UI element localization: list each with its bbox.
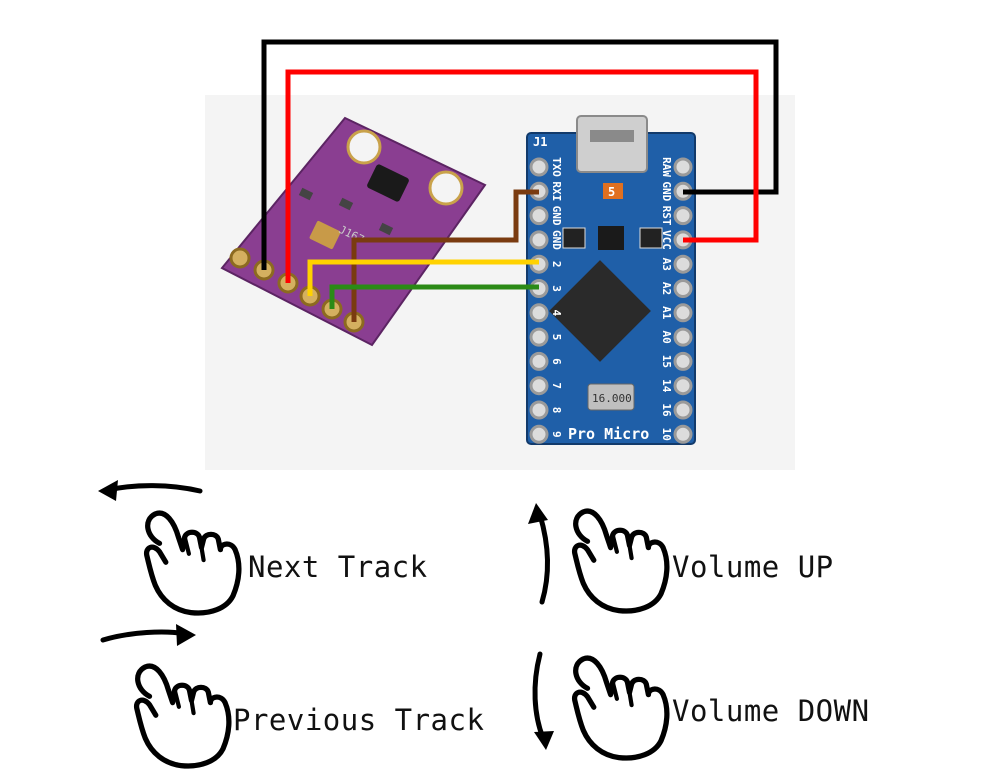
led-mark: 5 (608, 185, 615, 199)
right-pin-label: A0 (660, 330, 673, 343)
right-pin-label: 16 (660, 403, 673, 417)
wire-yellow-sda (307, 259, 539, 296)
left-pin-6 (529, 303, 549, 323)
left-pin-label: 4 (550, 309, 563, 316)
arrow-right-icon (100, 629, 189, 643)
crystal (587, 383, 635, 411)
left-pin-label: 2 (550, 261, 563, 268)
crystal-label: 16.000 (592, 392, 632, 405)
right-pin-9 (673, 376, 693, 396)
hand-pointer-icon (575, 658, 667, 758)
left-pin-3 (529, 230, 549, 250)
left-pin-label: RXI (550, 181, 563, 201)
label-next-track: Next Track (248, 550, 428, 584)
left-pin-label: 5 (550, 334, 563, 341)
right-pin-8 (673, 351, 693, 371)
gesture-volume-down (532, 651, 667, 758)
left-pin-label: TXO (550, 157, 563, 177)
top-mark: J1 (533, 135, 547, 149)
label-volume-down: Volume DOWN (672, 694, 870, 728)
right-pin-7 (673, 327, 693, 347)
right-pin-label: A1 (660, 306, 673, 320)
gesture-volume-up (528, 503, 667, 611)
left-pin-label: 3 (550, 285, 563, 292)
left-pin-10 (529, 400, 549, 420)
led-indicator (603, 183, 623, 199)
right-pin-label: 14 (660, 379, 673, 393)
right-pin-label: A2 (660, 282, 673, 295)
right-pin-label: RAW (660, 157, 673, 177)
left-pin-label: 9 (550, 431, 563, 438)
right-pin-label: RST (660, 206, 673, 226)
right-pin-2 (673, 206, 693, 226)
usb-connector (576, 115, 648, 173)
left-pin-label: GND (550, 230, 563, 250)
gesture-next-track (98, 480, 239, 613)
left-pin-label: GND (550, 206, 563, 226)
right-pin-5 (673, 279, 693, 298)
left-pin-11 (529, 424, 549, 444)
right-pin-6 (673, 303, 693, 323)
right-pin-10 (673, 400, 693, 420)
arrow-up-icon (537, 512, 550, 605)
right-pin-label: VCC (660, 230, 673, 250)
left-pin-7 (529, 327, 549, 347)
wire-green-scl (329, 284, 539, 309)
hand-pointer-icon (575, 511, 667, 611)
wire-black-gnd (261, 39, 779, 270)
hand-pointer-icon (147, 513, 239, 613)
right-pin-label: 10 (660, 428, 673, 441)
wire-red-vcc (285, 69, 759, 283)
left-pin-9 (529, 376, 549, 396)
hand-pointer-icon (137, 666, 229, 766)
right-pin-label: A3 (660, 258, 673, 271)
gesture-sensor-board: J167 (220, 116, 487, 347)
left-pin-8 (529, 351, 549, 371)
arrow-down-icon (532, 651, 546, 741)
board-label: Pro Micro (568, 425, 649, 443)
mount-hole (428, 170, 464, 206)
left-pin-0 (529, 157, 549, 177)
sensor-chip (367, 164, 409, 202)
wires (261, 39, 779, 322)
label-volume-up: Volume UP (672, 550, 834, 584)
label-previous-track: Previous Track (233, 703, 485, 737)
wire-brown-int (351, 189, 539, 322)
capacitor (309, 220, 341, 250)
left-pin-2 (529, 206, 549, 226)
right-pin-11 (673, 424, 693, 444)
gesture-previous-track (100, 624, 229, 766)
right-pin-4 (673, 254, 693, 274)
right-pin-label: GND (660, 181, 673, 201)
left-pin-label: 8 (550, 407, 563, 414)
mount-hole (346, 129, 382, 165)
left-pin-label: 6 (550, 358, 563, 365)
right-pin-0 (673, 157, 693, 177)
arrow-left-icon (105, 483, 203, 494)
right-pin-label: 15 (660, 355, 673, 368)
left-pin-label: 7 (550, 382, 563, 389)
